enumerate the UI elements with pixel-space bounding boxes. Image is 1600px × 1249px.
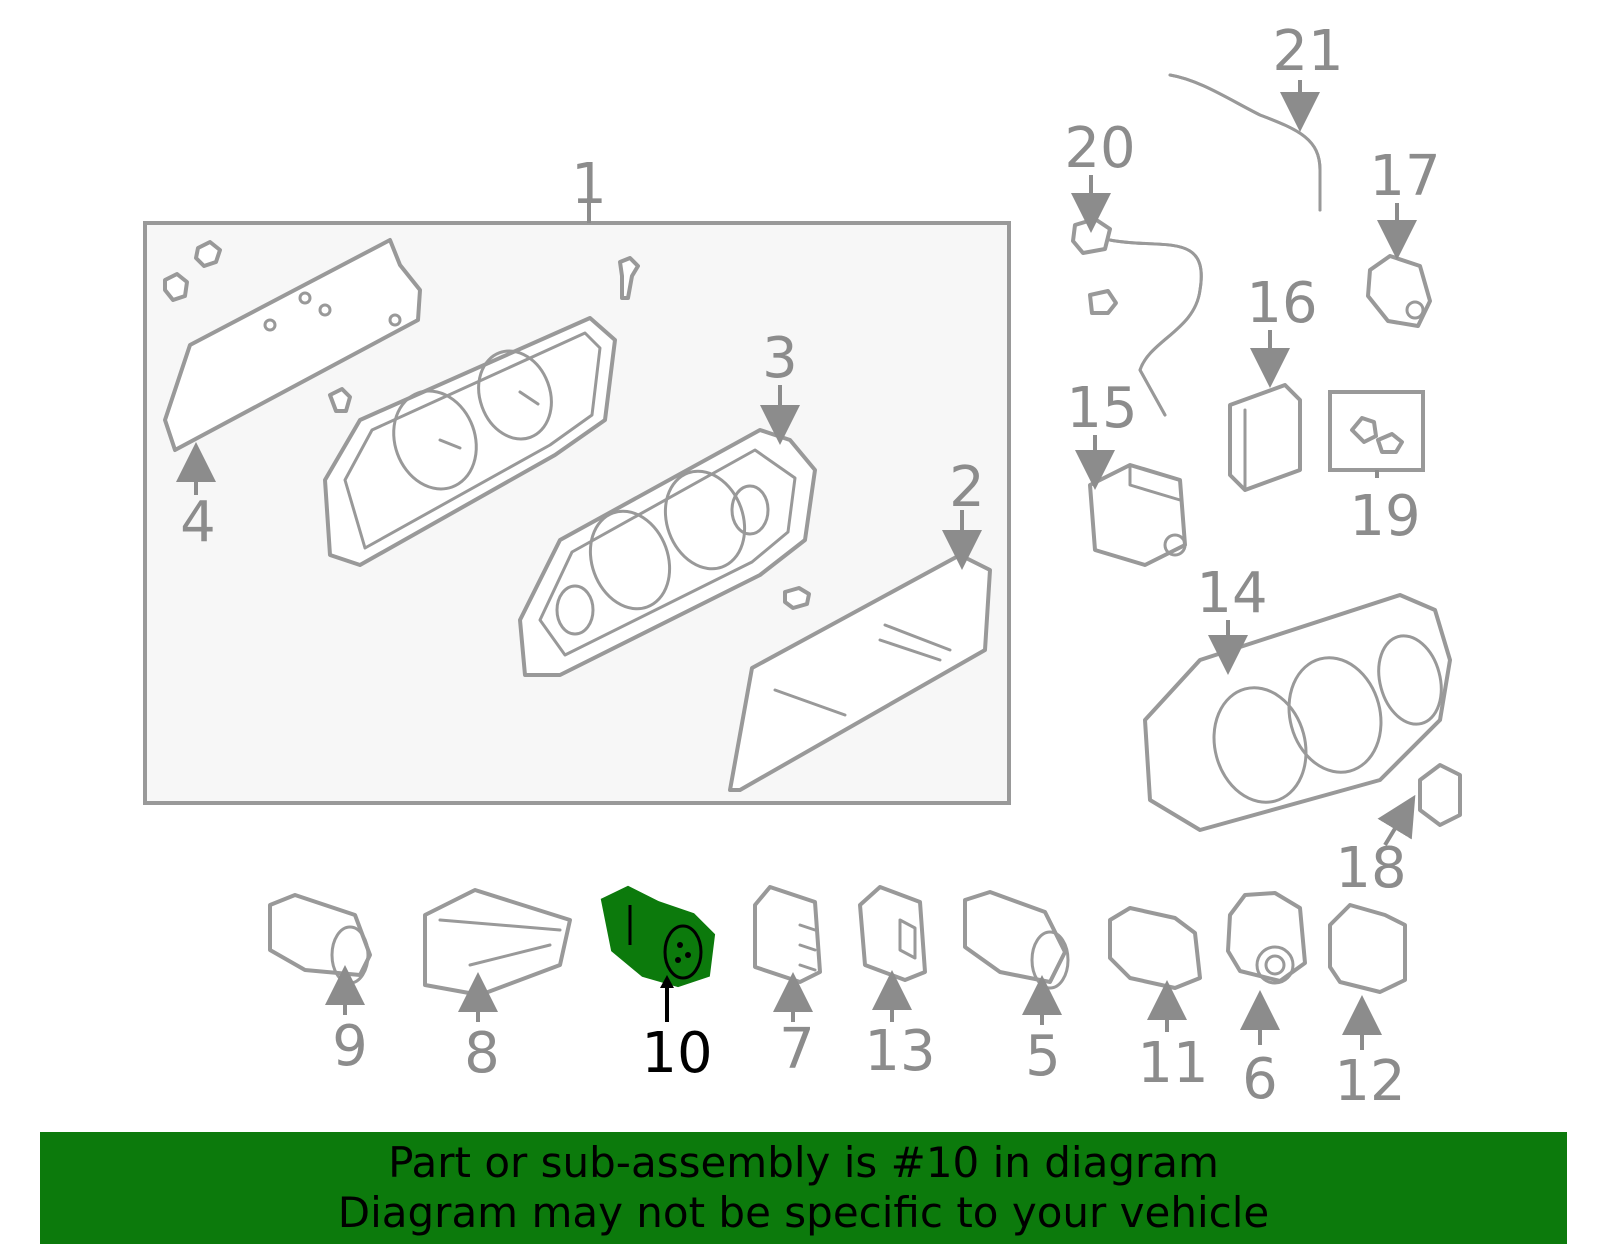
part-17-socket[interactable] xyxy=(1366,254,1432,328)
callout-7: 7 xyxy=(779,1017,815,1082)
part-16-module[interactable] xyxy=(1228,383,1302,492)
callout-9: 9 xyxy=(332,1014,368,1079)
part-13-switch[interactable] xyxy=(858,885,927,982)
part-6-switch[interactable] xyxy=(1226,891,1307,985)
callout-20: 20 xyxy=(1064,116,1135,181)
callout-13: 13 xyxy=(864,1019,935,1084)
callout-2: 2 xyxy=(949,455,985,520)
part-7-switch[interactable] xyxy=(753,885,822,984)
callout-14: 14 xyxy=(1196,561,1267,626)
part-8-switch[interactable] xyxy=(423,888,572,997)
part-5-switch[interactable] xyxy=(963,890,1070,990)
callout-8: 8 xyxy=(464,1021,500,1086)
part-9-switch[interactable] xyxy=(268,893,372,985)
callout-arrows xyxy=(176,80,1417,1050)
part-10-switch[interactable] xyxy=(600,885,716,988)
part-21-harness[interactable] xyxy=(1168,73,1322,212)
banner-line-2: Diagram may not be specific to your vehi… xyxy=(337,1188,1270,1237)
info-banner: Part or sub-assembly is #10 in diagram D… xyxy=(40,1132,1567,1244)
part-3-meter-face[interactable] xyxy=(518,428,817,677)
part-12-switch[interactable] xyxy=(1328,903,1407,994)
callout-3: 3 xyxy=(762,326,798,391)
callout-17: 17 xyxy=(1369,144,1440,209)
callout-5: 5 xyxy=(1025,1024,1061,1089)
part-19-bulb-kit[interactable] xyxy=(1328,390,1425,478)
callout-16: 16 xyxy=(1246,271,1317,336)
part-3-gauge-housing[interactable] xyxy=(323,316,617,567)
callout-18: 18 xyxy=(1335,836,1406,901)
part-11-switch[interactable] xyxy=(1108,906,1202,990)
part-2-lens[interactable] xyxy=(728,553,992,792)
callout-6: 6 xyxy=(1242,1047,1278,1112)
callout-4: 4 xyxy=(180,490,216,555)
callout-12: 12 xyxy=(1334,1049,1405,1114)
part-15-switch[interactable] xyxy=(1088,463,1187,567)
part-14-cluster[interactable] xyxy=(1143,593,1452,832)
callout-10-selected[interactable]: 10 xyxy=(641,1021,712,1086)
callout-15: 15 xyxy=(1066,376,1137,441)
callout-19: 19 xyxy=(1349,484,1420,549)
callout-21: 21 xyxy=(1272,19,1343,84)
banner-line-1: Part or sub-assembly is #10 in diagram xyxy=(388,1138,1219,1187)
part-18-bulb[interactable] xyxy=(1418,763,1462,827)
callout-1: 1 xyxy=(571,152,607,217)
callout-11: 11 xyxy=(1137,1031,1208,1096)
part-4-back-plate[interactable] xyxy=(163,238,640,452)
